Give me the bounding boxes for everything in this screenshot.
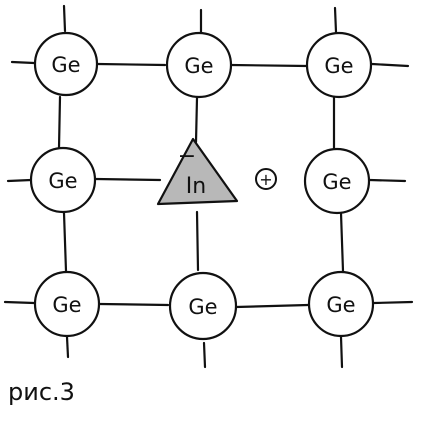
figure-caption: рис.3 [8, 378, 75, 406]
ge-atom-label: Ge [52, 293, 81, 317]
ge-atom-label: Ge [184, 54, 213, 78]
ge-atom-label: Ge [51, 53, 80, 77]
bond [339, 335, 344, 369]
bond [372, 300, 414, 305]
indium-impurity: In − [156, 137, 239, 206]
bond [57, 95, 62, 150]
ge-atom: Ge [307, 270, 375, 338]
bond [194, 96, 199, 144]
bond [229, 63, 309, 68]
bond [10, 60, 36, 65]
ge-atom-label: Ge [188, 295, 217, 319]
ge-atom-label: Ge [324, 54, 353, 78]
bond [368, 178, 407, 183]
indium-label: In [186, 174, 206, 199]
bond [195, 210, 200, 272]
bond [62, 4, 67, 33]
ge-atom: Ge [29, 146, 97, 214]
ge-atom-label: Ge [322, 170, 351, 194]
bond [65, 335, 70, 359]
ge-atom: Ge [305, 31, 373, 99]
bond [3, 300, 36, 305]
ge-atom-label: Ge [326, 293, 355, 317]
bond [98, 302, 170, 307]
bond [370, 62, 410, 68]
ge-atom: Ge [303, 147, 371, 215]
ge-atom: Ge [165, 31, 233, 99]
bond [234, 303, 310, 309]
ge-atom: Ge [168, 271, 238, 341]
indium-triangle [156, 137, 239, 206]
ge-atom: Ge [33, 31, 99, 97]
bond [339, 211, 345, 273]
hole-plus-symbol: + [259, 170, 272, 189]
bond [6, 178, 33, 183]
hole-plus-icon: + [255, 168, 277, 190]
ge-atom-label: Ge [48, 169, 77, 193]
bond [62, 211, 68, 273]
bond [96, 62, 167, 67]
negative-charge-sign: − [178, 144, 196, 169]
bond [202, 341, 207, 369]
bond [333, 6, 338, 34]
ge-atom: Ge [33, 270, 101, 338]
bonds [3, 4, 414, 369]
bond [94, 177, 162, 182]
